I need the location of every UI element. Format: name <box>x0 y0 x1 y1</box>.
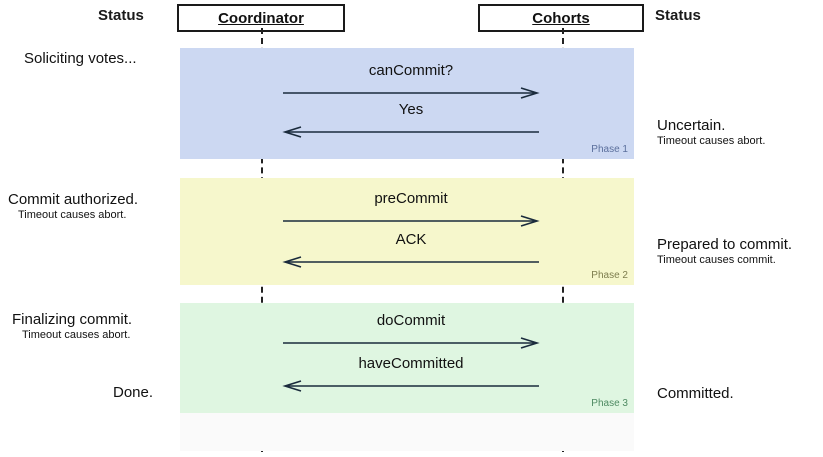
message-label-haveCommitted: haveCommitted <box>358 355 464 372</box>
phase-band-3: Phase 3 <box>180 303 634 413</box>
message-doCommit: doCommit <box>283 312 540 349</box>
message-Yes: Yes <box>282 101 539 138</box>
message-label-Yes: Yes <box>398 101 424 118</box>
phase-band-trailing <box>180 413 634 451</box>
status-left-phase3-main: Finalizing commit. <box>12 311 133 328</box>
actor-label-cohorts: Cohorts <box>532 9 590 27</box>
status-right-phase1-sub: Timeout causes abort. <box>657 135 766 147</box>
actor-box-cohorts: Cohorts <box>478 4 644 32</box>
status-left-phase3: Finalizing commit. Timeout causes abort. <box>12 311 132 342</box>
status-column-header-right: Status <box>655 7 701 24</box>
status-right-phase1-main: Uncertain. <box>657 117 726 134</box>
message-canCommit: canCommit? <box>283 62 540 99</box>
arrow-right-icon <box>283 215 540 227</box>
message-haveCommitted: haveCommitted <box>282 355 539 392</box>
status-left-phase2-main: Commit authorized. <box>8 191 139 208</box>
status-left-phase3-done-main: Done. <box>113 384 154 401</box>
arrow-left-icon <box>282 380 539 392</box>
status-left-phase1-main: Soliciting votes... <box>24 50 137 67</box>
message-preCommit: preCommit <box>283 190 540 227</box>
phase-label-2: Phase 2 <box>591 270 628 281</box>
status-left-phase1: Soliciting votes... <box>24 50 137 67</box>
status-left-phase2-sub: Timeout causes abort. <box>18 209 127 221</box>
status-left-phase3-done: Done. <box>113 384 153 401</box>
arrow-left-icon <box>282 256 539 268</box>
arrow-left-icon <box>282 126 539 138</box>
status-right-phase3-main: Committed. <box>657 385 734 402</box>
status-left-phase3-sub: Timeout causes abort. <box>22 329 131 341</box>
message-label-doCommit: doCommit <box>376 312 446 329</box>
message-ACK: ACK <box>282 231 539 268</box>
status-right-phase2-main: Prepared to commit. <box>657 236 793 253</box>
phase-band-2: Phase 2 <box>180 178 634 285</box>
phase-label-1: Phase 1 <box>591 144 628 155</box>
phase-band-1: Phase 1 <box>180 48 634 159</box>
arrow-right-icon <box>283 87 540 99</box>
actor-box-coordinator: Coordinator <box>177 4 345 32</box>
message-label-preCommit: preCommit <box>374 190 448 207</box>
phase-label-3: Phase 3 <box>591 398 628 409</box>
status-right-phase2-sub: Timeout causes commit. <box>657 254 776 266</box>
message-label-canCommit: canCommit? <box>368 62 454 79</box>
message-label-ACK: ACK <box>395 231 427 248</box>
actor-label-coordinator: Coordinator <box>218 9 304 27</box>
status-column-header-left: Status <box>98 7 144 24</box>
status-right-phase1: Uncertain. Timeout causes abort. <box>657 117 765 148</box>
status-right-phase2: Prepared to commit. Timeout causes commi… <box>657 236 792 267</box>
arrow-right-icon <box>283 337 540 349</box>
status-right-phase3: Committed. <box>657 385 734 402</box>
status-left-phase2: Commit authorized. Timeout causes abort. <box>8 191 138 222</box>
